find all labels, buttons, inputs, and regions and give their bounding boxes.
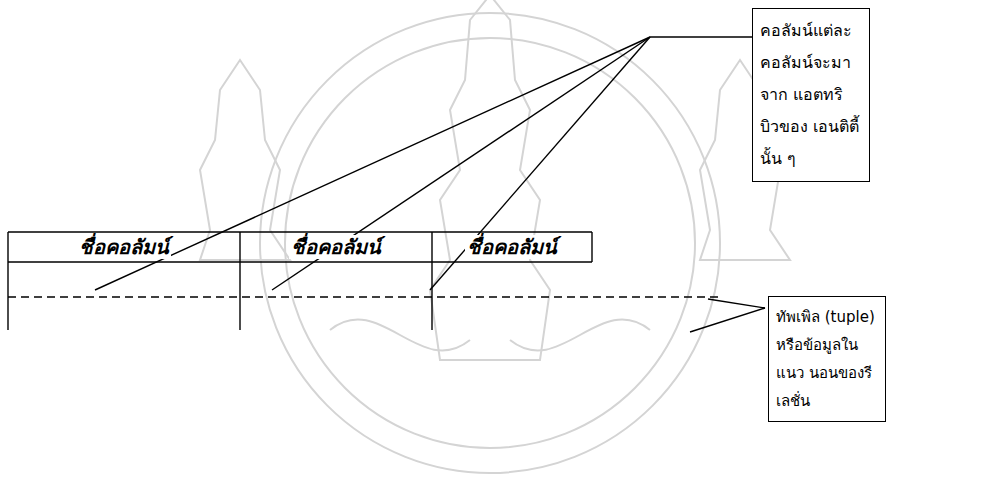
watermark <box>200 0 790 473</box>
watermark-ring <box>260 13 720 473</box>
watermark-spire <box>430 0 550 360</box>
table-cell: ชื่อคอลัมน์ <box>432 233 592 261</box>
column-name: ชื่อคอลัมน์ <box>465 235 559 259</box>
callout-text: คอลัมน์แต่ละ คอลัมน์จะมาจาก แอตทริบิวของ… <box>760 15 862 175</box>
table-line <box>431 232 432 330</box>
column-name: ชื่อคอลัมน์ <box>289 235 383 259</box>
watermark-spire <box>200 60 290 260</box>
leader-lines <box>95 37 765 332</box>
watermark-ornament <box>330 319 650 350</box>
table-line <box>8 261 592 262</box>
table-line <box>239 232 240 330</box>
callout-box: ทัพเพิล (tuple) หรือข้อมูลในแนว นอนของรี… <box>768 296 886 422</box>
watermark-ring <box>285 38 695 448</box>
table-line <box>591 232 592 262</box>
leader-line <box>690 308 765 332</box>
leader-line <box>430 37 650 290</box>
leader-line <box>708 299 765 308</box>
callout-text: ทัพเพิล (tuple) หรือข้อมูลในแนว นอนของรี… <box>776 303 878 415</box>
table-cell: ชื่อคอลัมน์ <box>240 233 432 261</box>
table-cell: ชื่อคอลัมน์ <box>8 233 240 261</box>
table-line <box>8 231 592 232</box>
table-line <box>7 232 8 330</box>
leader-line <box>272 37 650 290</box>
column-name: ชื่อคอลัมน์ <box>77 235 171 259</box>
tuple-divider <box>8 296 720 297</box>
callout-box: คอลัมน์แต่ละ คอลัมน์จะมาจาก แอตทริบิวของ… <box>752 8 870 182</box>
leader-line <box>650 36 752 37</box>
leader-line <box>95 37 650 290</box>
